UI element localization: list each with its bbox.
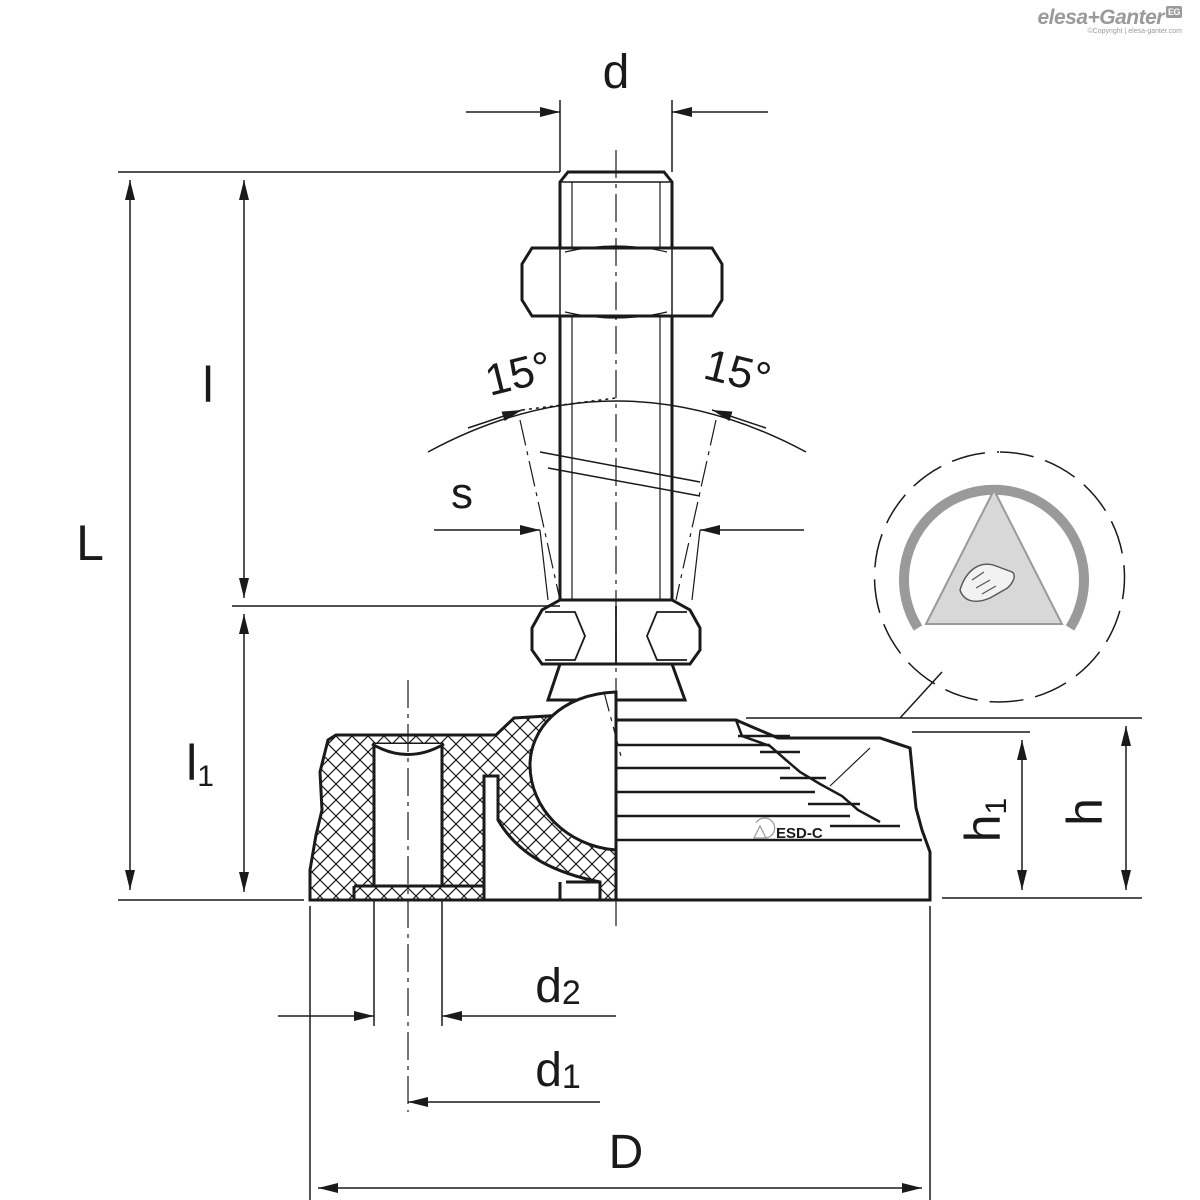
brand-copyright: ©Copyright | elesa-ganter.com <box>1087 28 1182 35</box>
lower-nut <box>530 598 702 666</box>
upper-nut <box>520 245 724 319</box>
label-l1-main: l <box>186 735 197 791</box>
label-angle-left: 15° <box>480 342 556 406</box>
brand-badge: EG <box>1165 6 1182 18</box>
label-h1: h1 <box>955 798 1013 843</box>
esd-small-icon <box>753 817 776 839</box>
ball-joint <box>482 690 618 902</box>
label-l1: l1 <box>186 735 214 793</box>
label-l: l <box>202 357 213 413</box>
esd-warning-symbol <box>899 484 1089 631</box>
esd-label: ESD-C <box>776 825 823 842</box>
label-l1-sub: 1 <box>197 760 214 793</box>
label-angle-right: 15° <box>699 340 775 404</box>
label-d2-main: d <box>535 960 562 1013</box>
angle-arc <box>427 397 807 453</box>
label-d2-sub: 2 <box>562 974 581 1012</box>
label-d1-main: d <box>535 1044 562 1097</box>
dimension-lines <box>118 100 1142 1200</box>
label-h: h <box>1057 798 1113 826</box>
label-d: d <box>603 46 630 99</box>
tilt-lines <box>519 419 717 601</box>
label-L: L <box>76 515 104 571</box>
dimension-labels: d L l l1 s 15° 15° h1 h d2 d1 D <box>76 46 1113 1179</box>
center-lines <box>407 150 623 1112</box>
esd-detail-leader <box>873 451 1126 719</box>
ribbed-cover <box>616 718 922 842</box>
label-h1-main: h <box>955 814 1011 842</box>
label-s: s <box>451 469 473 518</box>
label-D: D <box>609 1126 644 1179</box>
label-d1-sub: 1 <box>562 1058 581 1096</box>
label-h1-sub: 1 <box>980 798 1013 815</box>
label-d1: d1 <box>535 1044 581 1097</box>
label-d2: d2 <box>535 960 581 1013</box>
